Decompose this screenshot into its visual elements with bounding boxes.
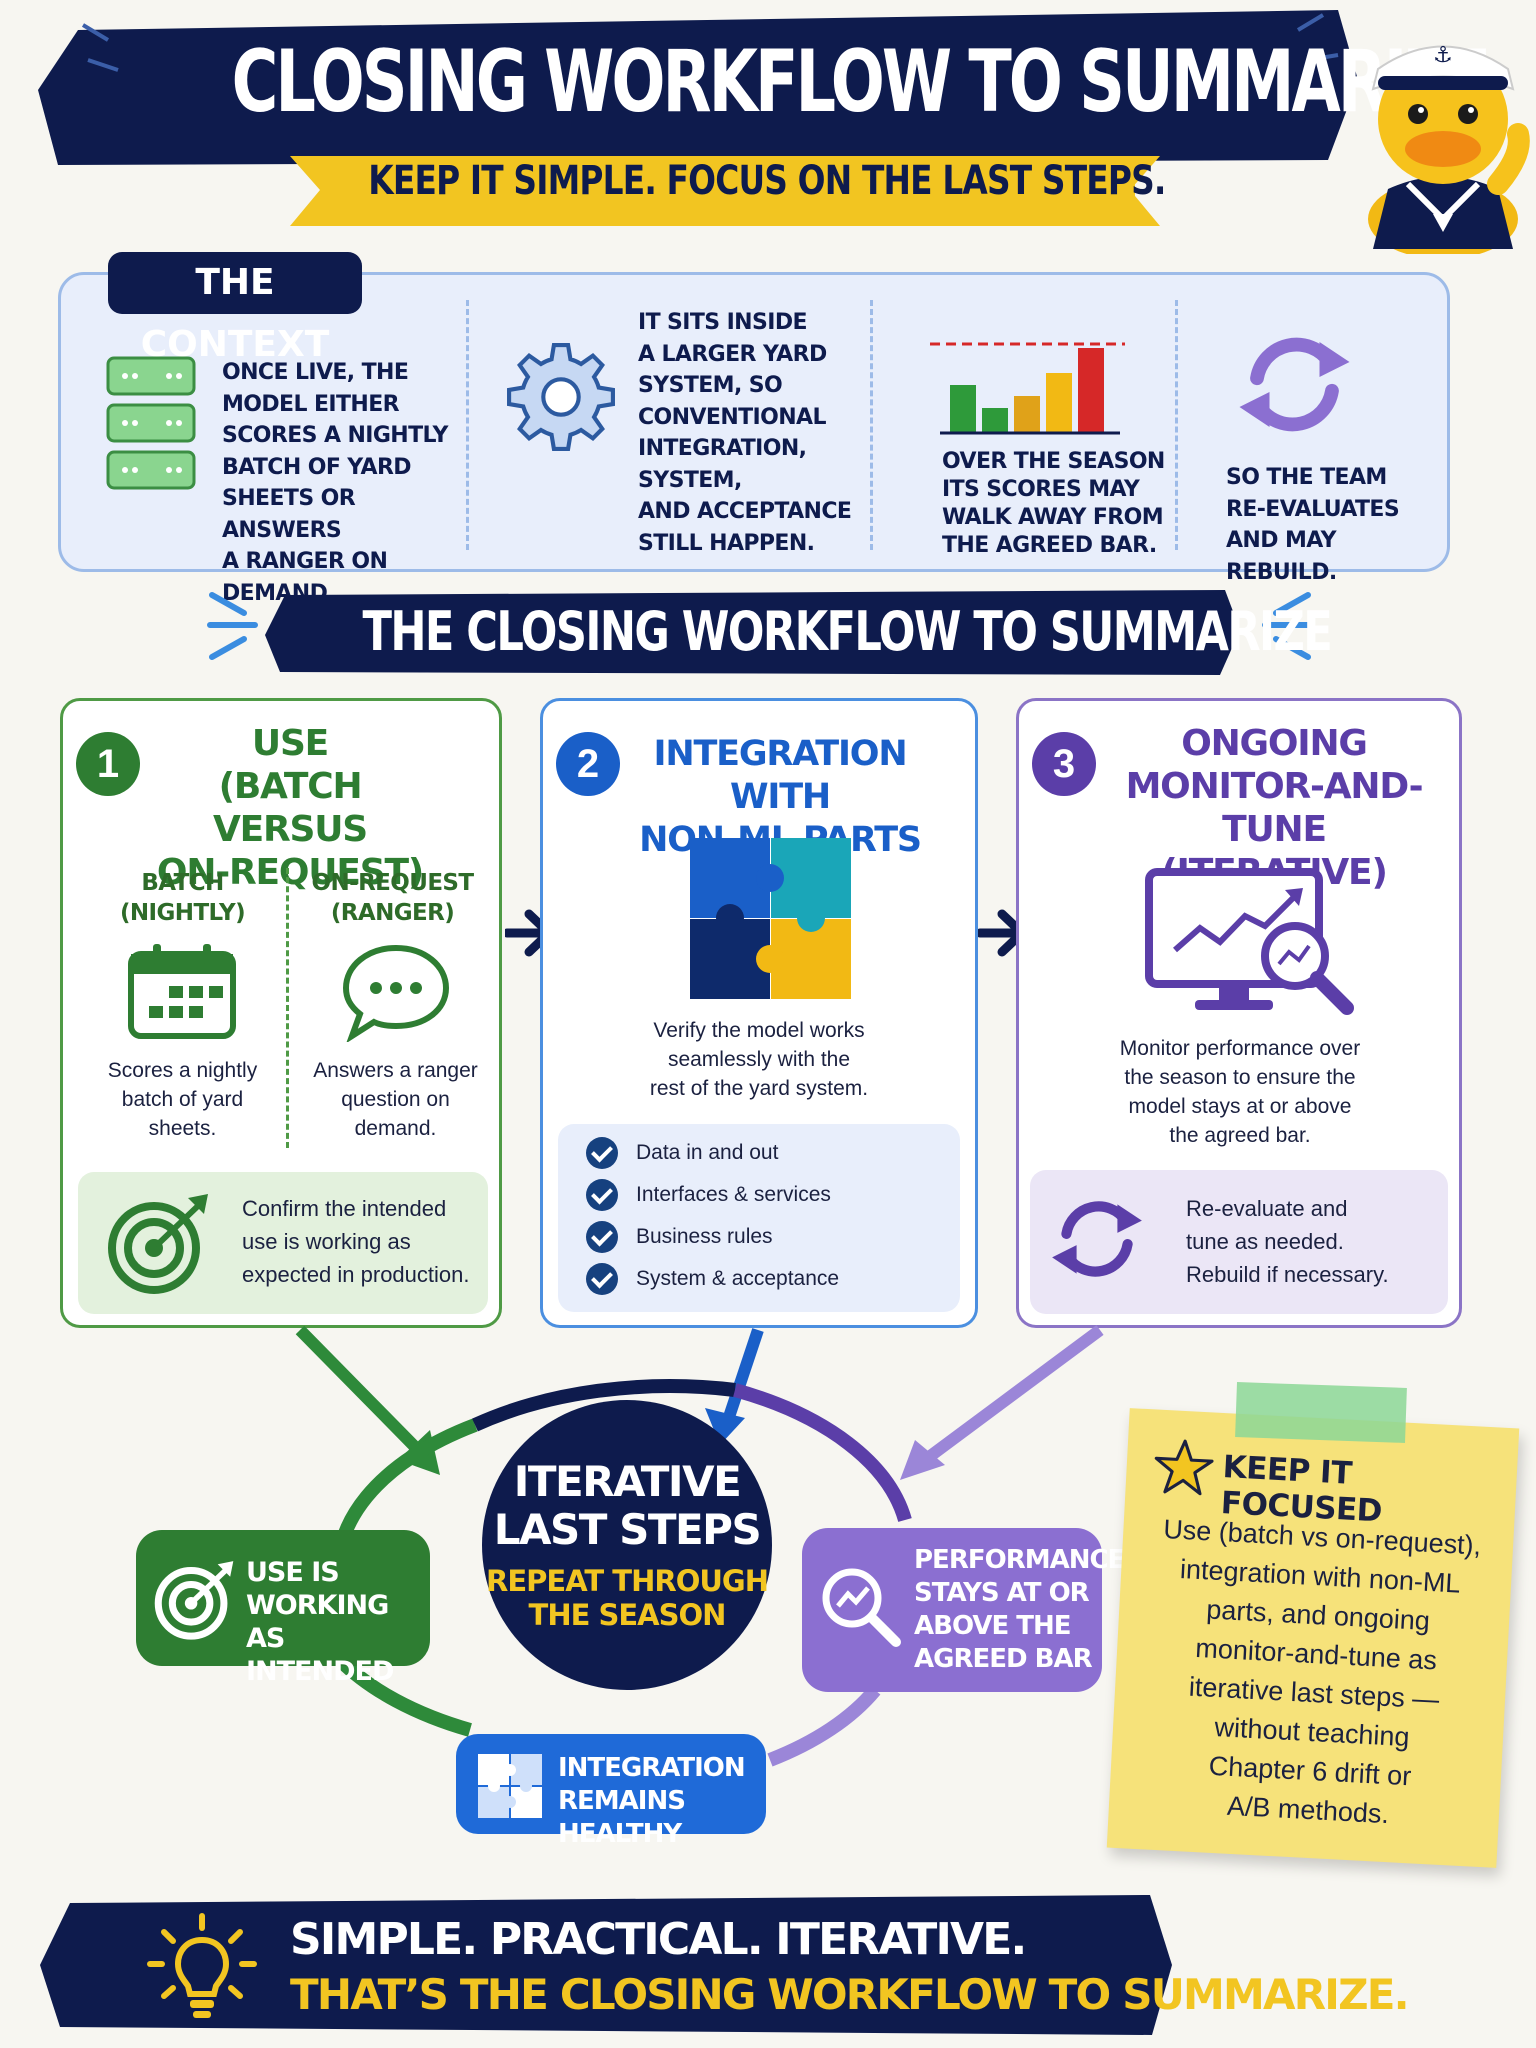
chat-bubble-icon bbox=[342, 944, 450, 1042]
check-icon bbox=[586, 1137, 618, 1170]
step-number-1: 1 bbox=[76, 732, 140, 796]
bar-chart-drift-icon bbox=[930, 342, 1125, 435]
page-title: CLOSING WORKFLOW TO SUMMARIZE bbox=[231, 32, 1492, 132]
sailor-duck-mascot: ⚓ bbox=[1368, 43, 1530, 254]
checklist-item: Interfaces & services bbox=[586, 1174, 946, 1216]
footer-line-2: THAT’S THE CLOSING WORKFLOW TO SUMMARIZE… bbox=[290, 1970, 1410, 2019]
sticky-body: Use (batch vs on-request),integration wi… bbox=[1162, 1514, 1482, 1830]
gear-icon bbox=[507, 343, 615, 451]
context-tab: THE CONTEXT bbox=[108, 252, 362, 365]
monitor-tune-box bbox=[1030, 1170, 1448, 1314]
cycle-performance bbox=[802, 1528, 1102, 1692]
calendar-icon bbox=[128, 944, 236, 1039]
checklist-item: Data in and out bbox=[586, 1132, 946, 1174]
monitor-analytics-icon bbox=[1145, 868, 1354, 1015]
check-icon bbox=[586, 1221, 618, 1254]
page-subtitle: KEEP IT SIMPLE. FOCUS ON THE LAST STEPS. bbox=[368, 158, 1166, 204]
context-divider bbox=[466, 300, 469, 550]
subtitle-ribbon bbox=[290, 156, 1160, 226]
context-divider bbox=[1175, 300, 1178, 550]
footer-line-1: SIMPLE. PRACTICAL. ITERATIVE. bbox=[290, 1914, 1027, 1965]
refresh-icon bbox=[1052, 1201, 1142, 1277]
server-stack-icon bbox=[106, 356, 196, 490]
target-icon bbox=[154, 1561, 234, 1640]
cycle-use-working bbox=[136, 1530, 430, 1666]
checklist-item: Business rules bbox=[586, 1216, 946, 1258]
puzzle-icon bbox=[478, 1754, 542, 1818]
refresh-cycle-icon bbox=[1239, 337, 1350, 432]
batch-label: BATCH(NIGHTLY) bbox=[120, 870, 246, 926]
context-divider bbox=[870, 300, 873, 550]
puzzle-icon bbox=[690, 838, 851, 999]
section-banner-decor bbox=[207, 592, 1313, 660]
on-request-label: ON-REQUEST(RANGER) bbox=[311, 870, 475, 926]
svg-text:⚓: ⚓ bbox=[1433, 43, 1453, 68]
section-banner bbox=[265, 590, 1240, 675]
title-banner bbox=[38, 10, 1358, 165]
star-icon bbox=[1154, 1439, 1214, 1496]
check-icon bbox=[586, 1263, 618, 1296]
lightbulb-icon bbox=[147, 1913, 257, 2018]
step-number-2: 2 bbox=[556, 732, 620, 796]
step-number-3: 3 bbox=[1032, 732, 1096, 796]
footer-banner bbox=[40, 1895, 1172, 2035]
sticky-tape bbox=[1235, 1382, 1407, 1443]
magnifier-chart-icon bbox=[822, 1568, 901, 1647]
target-icon bbox=[108, 1194, 208, 1294]
column-divider bbox=[286, 868, 289, 1148]
context-panel bbox=[58, 272, 1450, 572]
section-title: THE CLOSING WORKFLOW TO SUMMARIZE bbox=[362, 600, 1333, 663]
integration-checklist bbox=[558, 1124, 960, 1312]
check-icon bbox=[586, 1179, 618, 1212]
sticky-note: KEEP IT FOCUSED Use (batch vs on-request… bbox=[1106, 1408, 1520, 1868]
checklist-item: System & acceptance bbox=[586, 1258, 946, 1300]
